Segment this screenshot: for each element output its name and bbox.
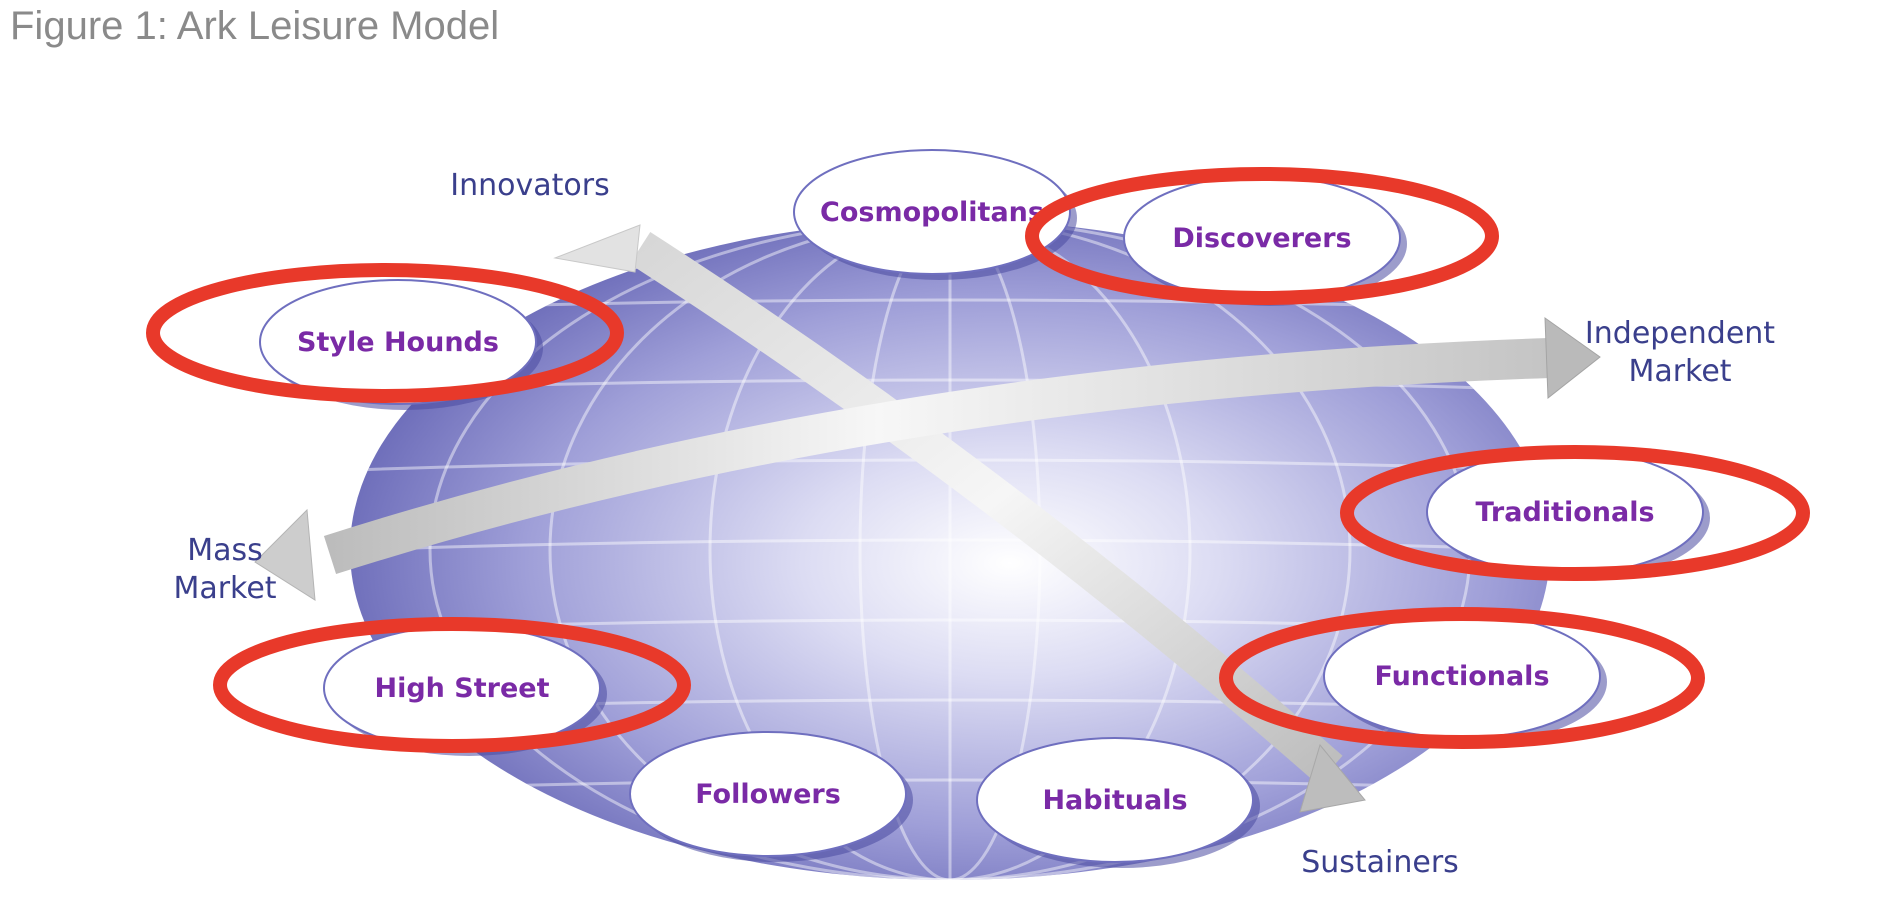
highlight-ring-functionals [1219, 607, 1705, 749]
segment-high-street: High Street [323, 625, 607, 756]
segment-label: Functionals [1374, 661, 1549, 692]
segment-habituals: Habituals [976, 737, 1260, 868]
segment-label: Discoverers [1172, 223, 1351, 254]
segment-label: High Street [375, 673, 550, 704]
segment-label: Traditionals [1475, 497, 1654, 528]
highlight-ring-high-street [213, 617, 691, 753]
highlight-ring-traditionals [1340, 445, 1810, 581]
segment-followers: Followers [629, 731, 913, 862]
independent-market-label-line2: Market [1628, 354, 1731, 389]
segment-label: Habituals [1042, 785, 1187, 816]
globe [350, 220, 1550, 880]
highlight-annotations [146, 167, 1810, 753]
independent-market-label-line1: Independent [1585, 316, 1775, 351]
highlight-ring-style-hounds [146, 263, 624, 403]
axis-labels: Innovators Sustainers Mass Market Indepe… [173, 168, 1775, 880]
segment-label: Style Hounds [297, 327, 499, 358]
innovators-label: Innovators [450, 168, 609, 203]
segment-discoverers: Discoverers [1123, 175, 1407, 306]
sustainers-label: Sustainers [1301, 845, 1459, 880]
highlight-ring-discoverers [1025, 167, 1499, 305]
segment-label: Cosmopolitans [820, 197, 1044, 228]
segment-label: Followers [695, 779, 841, 810]
figure-caption: Figure 1: Ark Leisure Model [10, 4, 500, 48]
segment-functionals: Functionals [1323, 613, 1607, 744]
segment-traditionals: Traditionals [1426, 449, 1710, 580]
mass-market-label-line1: Mass [187, 533, 263, 568]
segment-cosmopolitans: Cosmopolitans [793, 149, 1077, 280]
segment-style-hounds: Style Hounds [259, 279, 543, 410]
mass-independent-arrow [254, 317, 1601, 601]
mass-market-label-line2: Market [173, 571, 276, 606]
